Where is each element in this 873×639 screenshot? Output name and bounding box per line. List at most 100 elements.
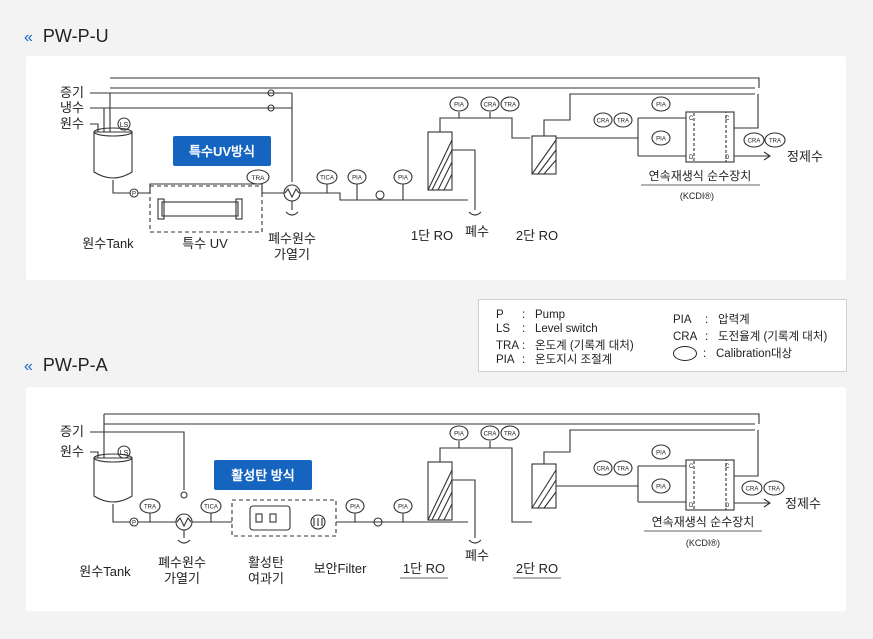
tra-tag-3: TRA [617, 119, 629, 125]
raw-water-line [90, 123, 99, 132]
heat-exchanger-coil-icon [284, 187, 300, 199]
carbon-filter-element-1-icon [255, 513, 263, 523]
section-title-text: PW-P-U [42, 26, 109, 46]
cra-tag-1: CRA [484, 103, 497, 109]
ro-1-to-ro-2-line [459, 112, 530, 139]
input-label-raw-water: 원수 [60, 444, 84, 459]
ro-1-outlet [439, 112, 460, 132]
cdi-label: 연속재생식 순수장치 [649, 169, 752, 183]
pump-2-icon [375, 190, 385, 200]
tra-gauge-1-icon [246, 169, 270, 185]
legend-key: TRA [496, 340, 519, 352]
cdi-c-tag-2: C [725, 116, 730, 122]
pia-tag-2: PIA [398, 505, 408, 511]
steam-line [90, 92, 111, 132]
ro-drain-icon [468, 539, 482, 544]
cdi-c-tag-2: C [725, 464, 730, 470]
diagram-panel-pw-p-u: 증기 냉수 원수 LS P TRA TICA PIA PIA PIA [26, 56, 846, 280]
pia-gauge-3-icon [449, 96, 469, 112]
tra-tag-3: TRA [617, 467, 629, 473]
raw-water-tank-icon [93, 457, 133, 503]
heater-label-line1: 폐수원수 [158, 555, 206, 570]
kcdi-label: (KCDI®) [686, 538, 720, 548]
uv-cap-right-icon [235, 198, 243, 220]
cra-gauge-2-icon [593, 460, 613, 476]
legend-value: Level switch [535, 323, 598, 335]
legend-colon: : [703, 348, 707, 360]
tra-tag-1: TRA [252, 175, 266, 182]
carbon-label-line2: 여과기 [248, 571, 284, 586]
section-title-pw-p-u: « PW-P-U [24, 26, 109, 47]
tank-label: 원수Tank [79, 564, 131, 579]
input-label-steam: 증기 [60, 424, 84, 439]
pw-p-u-diagram: 증기 냉수 원수 LS P TRA TICA PIA PIA PIA [60, 77, 823, 262]
diagram-panel-pw-p-a: 증기 원수 LS P TRA TICA PIA PIA PIA CRA TRA [26, 387, 846, 611]
calibration-ellipse-icon [673, 346, 697, 362]
heater-label-line2: 가열기 [164, 571, 200, 586]
ro-1-label: 1단 RO [403, 561, 445, 576]
carbon-label-line1: 활성탄 [248, 555, 284, 570]
ro-1-label: 1단 RO [411, 228, 453, 243]
legend-value: 온도계 (기록계 대처) [535, 340, 634, 352]
tra-tag-4: TRA [769, 139, 781, 145]
legend-item-pia-temp: PIA:온도지시 조절계 [496, 351, 612, 367]
section-title-text: PW-P-A [42, 355, 108, 375]
method-badge [214, 460, 312, 490]
cdi-inlet-lines [637, 465, 686, 503]
pia-tag-4: PIA [656, 103, 666, 109]
ro-2-label: 2단 RO [516, 228, 558, 243]
ro-1-reject-line [452, 479, 476, 538]
output-arrow-icon [763, 151, 771, 161]
tica-tag: TICA [320, 176, 334, 182]
tank-outlet-line [112, 180, 130, 194]
tra-tag-2: TRA [504, 103, 516, 109]
legend-item-level-switch: LS:Level switch [496, 323, 598, 335]
double-chevron-left-icon: « [24, 358, 33, 375]
pia-tag-3: PIA [454, 432, 464, 438]
method-badge-label: 활성탄 방식 [231, 468, 294, 483]
tra-gauge-3-icon [613, 112, 633, 128]
ro-2-return [543, 93, 755, 136]
cra-tag-2: CRA [597, 467, 610, 473]
ro-1-membrane-icon [427, 469, 453, 521]
tra-gauge-4-icon [764, 132, 786, 148]
ro-drain-icon [468, 211, 482, 216]
double-chevron-left-icon: « [24, 29, 33, 46]
cdi-outlet-lines [734, 94, 770, 157]
legend-item-cra: CRA:도전율계 (기록계 대처) [673, 328, 827, 344]
legend-item-pia-pressure: PIA:압력계 [673, 311, 750, 327]
output-arrow-icon [763, 498, 771, 508]
main-line-1 [138, 183, 284, 194]
main-line-2 [300, 192, 468, 201]
pia-gauge-5-icon [651, 130, 671, 146]
kcdi-label: (KCDI®) [680, 191, 714, 201]
legend-value: 도전율계 (기록계 대처) [718, 331, 828, 343]
top-return-line [110, 77, 760, 88]
ro-2-membrane-icon [531, 469, 557, 509]
drain-label: 폐수 [465, 224, 489, 239]
cra-tag-3: CRA [746, 487, 759, 493]
tra-tag-4: TRA [768, 487, 780, 493]
carbon-filter-element-2-icon [269, 513, 277, 523]
cdi-c-tag-1: C [689, 116, 694, 122]
legend-key: P [496, 309, 504, 321]
cra-gauge-1-icon [480, 96, 500, 112]
tank-top-icon [93, 453, 133, 463]
raw-water-tank-icon [93, 131, 133, 179]
steam-valve-icon [180, 491, 188, 499]
tra-gauge-4-icon [763, 480, 785, 496]
security-filter-element-icon [313, 518, 323, 526]
tank-label: 원수Tank [82, 236, 134, 251]
uv-label: 특수 UV [182, 236, 228, 251]
cdi-d-tag-1: D [689, 155, 694, 161]
cra-tag-3: CRA [748, 139, 761, 145]
tank-top-icon [93, 127, 133, 137]
legend-value: Pump [535, 309, 566, 321]
level-switch-icon [117, 117, 131, 131]
pump-tag: P [132, 192, 136, 198]
output-label: 정제수 [787, 149, 823, 164]
pia-tag-1: PIA [352, 176, 362, 182]
cra-gauge-2-icon [593, 112, 613, 128]
ro-1-membrane-icon [427, 139, 453, 191]
legend-value: 온도지시 조절계 [535, 354, 613, 366]
